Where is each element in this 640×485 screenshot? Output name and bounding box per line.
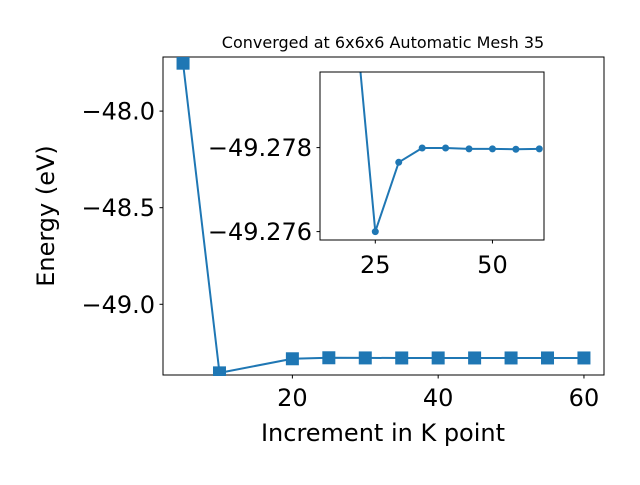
inset-data-point (442, 144, 450, 152)
main-data-point (468, 351, 482, 365)
inset-y-tick-label: −49.276 (208, 218, 312, 246)
inset-x-tick-label: 25 (360, 251, 391, 279)
main-data-point (285, 352, 299, 366)
inset-energy-series (359, 72, 543, 236)
inset-data-point (512, 145, 520, 153)
main-data-point (504, 351, 518, 365)
main-x-tick-label: 60 (569, 384, 600, 412)
main-data-point (176, 57, 190, 70)
main-energy-series (176, 57, 591, 376)
main-data-point (322, 351, 336, 365)
main-x-tick-label: 40 (423, 384, 454, 412)
inset-x-tick-label: 50 (477, 251, 508, 279)
main-data-point (212, 366, 226, 376)
inset-plot-frame (319, 71, 545, 241)
inset-data-point (395, 158, 403, 166)
main-axis-ticks: 20 40 60 −48.0 −48.5 −49.0 (81, 98, 599, 412)
chart-title: Converged at 6x6x6 Automatic Mesh 35 (222, 33, 544, 52)
inset-data-point (418, 144, 426, 152)
inset-y-tick-label: −49.278 (208, 134, 312, 162)
main-x-tick-label: 20 (277, 384, 308, 412)
main-plot-frame (162, 56, 605, 376)
main-y-tick-label: −49.0 (81, 291, 155, 319)
inset-data-point (371, 228, 379, 236)
inset-axis-ticks: 25 50 −49.278 −49.276 (208, 134, 508, 279)
inset-plot-background (320, 72, 544, 240)
y-axis-label: Energy (eV) (32, 145, 60, 287)
main-data-point (395, 351, 409, 365)
main-data-point (431, 351, 445, 365)
inset-data-point (465, 145, 473, 153)
main-y-tick-label: −48.5 (81, 194, 155, 222)
main-data-point (577, 351, 591, 365)
x-axis-label: Increment in K point (261, 419, 505, 447)
inset-data-point (488, 145, 496, 153)
main-y-tick-label: −48.0 (81, 98, 155, 126)
main-data-point (541, 351, 555, 365)
inset-data-point (535, 145, 543, 153)
main-data-point (358, 351, 372, 365)
